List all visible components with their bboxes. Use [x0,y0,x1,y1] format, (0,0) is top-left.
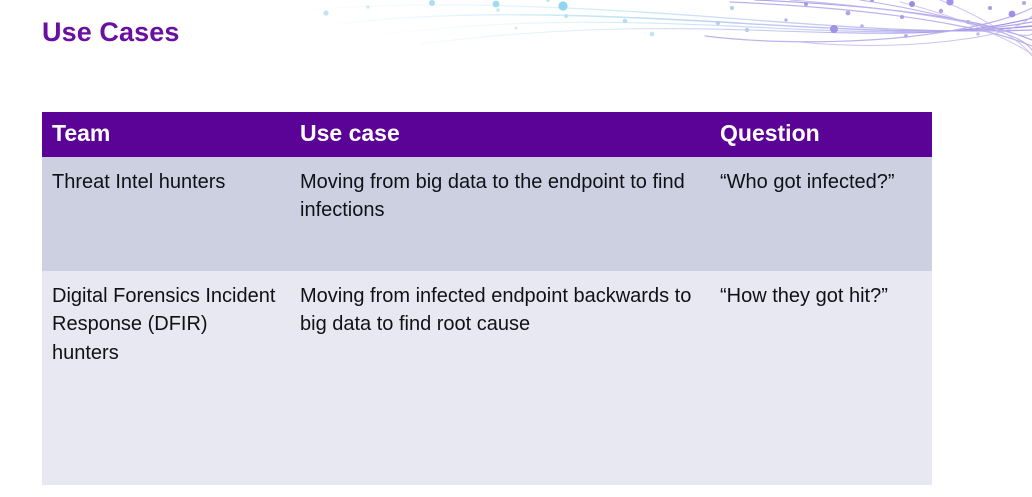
cell-team: Threat Intel hunters [42,156,290,271]
table-header-row: Team Use case Question [42,112,932,157]
cell-question: “How they got hit?” [710,270,932,485]
cell-use-case: Moving from big data to the endpoint to … [290,156,710,271]
cell-team: Digital Forensics Incident Response (DFI… [42,270,290,485]
page-title: Use Cases [42,17,180,47]
cell-use-case: Moving from infected endpoint backwards … [290,270,710,485]
use-cases-table: Team Use case Question Threat Intel hunt… [42,112,932,485]
table-header: Team Use case Question [42,112,932,157]
column-header-question: Question [710,112,932,157]
column-header-use-case: Use case [290,112,710,157]
table-body: Threat Intel hunters Moving from big dat… [42,156,932,485]
table-row: Threat Intel hunters Moving from big dat… [42,156,932,271]
column-header-team: Team [42,112,290,157]
decorative-flowing-lines-banner [300,0,1032,58]
cell-question: “Who got infected?” [710,156,932,271]
table-row: Digital Forensics Incident Response (DFI… [42,270,932,485]
